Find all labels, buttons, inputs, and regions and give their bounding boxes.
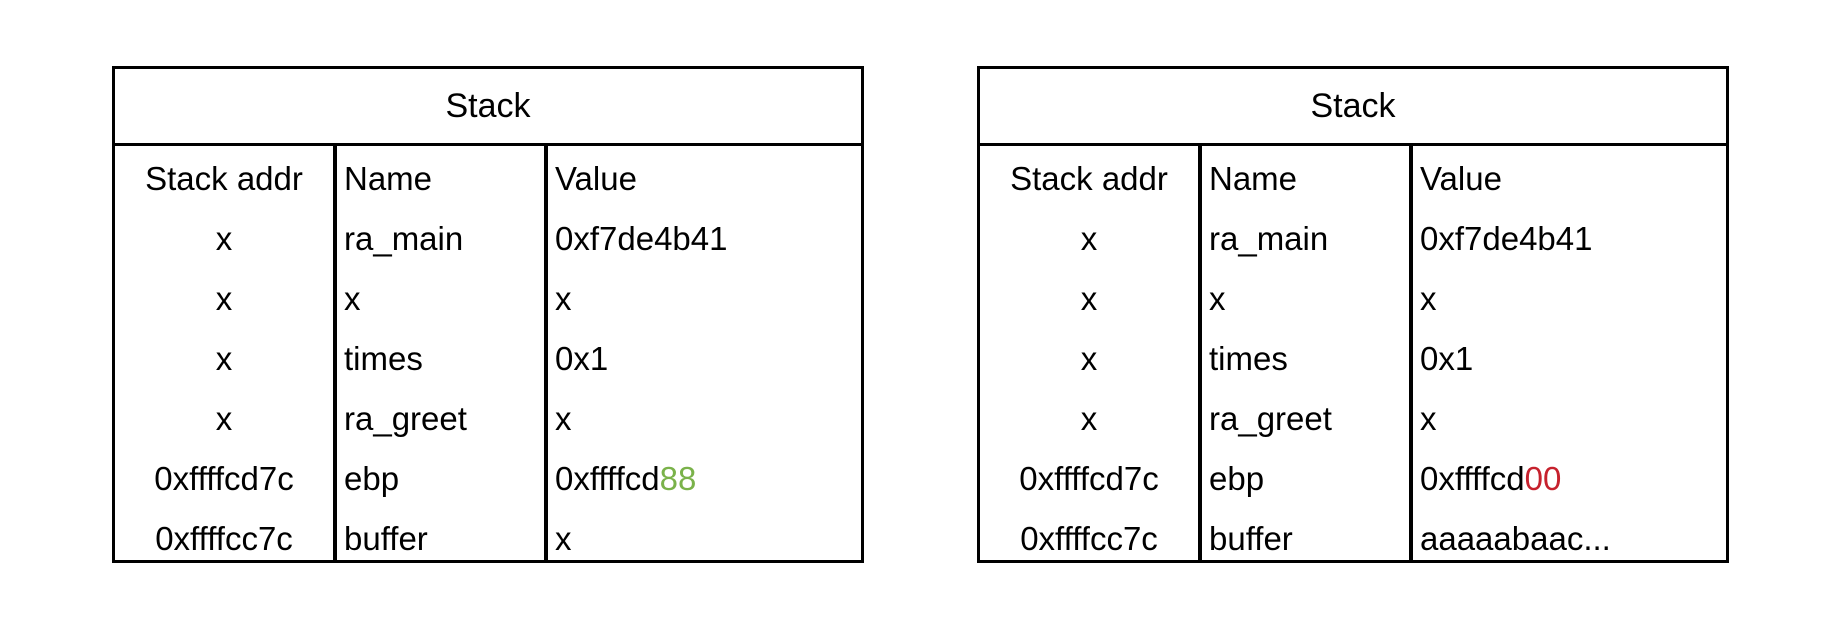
cell-name: ra_main bbox=[344, 220, 464, 257]
table-row: x ra_greet x bbox=[115, 389, 861, 449]
cell-addr: x bbox=[215, 400, 233, 437]
cell-name: times bbox=[1209, 340, 1288, 377]
cell-value: x bbox=[555, 280, 572, 317]
column-divider bbox=[333, 146, 337, 560]
stack-title: Stack bbox=[980, 69, 1726, 146]
table-row: 0xffffcc7c buffer aaaaabaac... bbox=[980, 509, 1726, 569]
cell-addr: 0xffffcc7c bbox=[155, 520, 293, 557]
cell-value: 0xf7de4b41 bbox=[1420, 220, 1593, 257]
cell-value: x bbox=[555, 520, 572, 557]
table-row: x times 0x1 bbox=[980, 329, 1726, 389]
cell-addr: x bbox=[1080, 340, 1098, 377]
value-highlight: 00 bbox=[1524, 460, 1562, 497]
stack-table-before: Stack Stack addr Name Value x ra_main 0x… bbox=[112, 66, 864, 563]
cell-name: ra_main bbox=[1209, 220, 1329, 257]
cell-name: ra_greet bbox=[344, 400, 467, 437]
cell-addr: x bbox=[215, 340, 233, 377]
cell-addr: x bbox=[215, 220, 233, 257]
header-value: Value bbox=[1420, 160, 1502, 197]
cell-value: 0x1 bbox=[1420, 340, 1474, 377]
column-divider bbox=[544, 146, 548, 560]
table-row: x ra_main 0xf7de4b41 bbox=[980, 209, 1726, 269]
column-divider bbox=[1198, 146, 1202, 560]
header-name: Name bbox=[1209, 160, 1298, 197]
table-row: x x x bbox=[980, 269, 1726, 329]
header-row: Stack addr Name Value bbox=[115, 149, 861, 209]
stack-table-after: Stack Stack addr Name Value x ra_main 0x… bbox=[977, 66, 1729, 563]
header-stack-addr: Stack addr bbox=[145, 160, 303, 197]
table-row: x times 0x1 bbox=[115, 329, 861, 389]
cell-value: x bbox=[555, 400, 572, 437]
cell-addr: 0xffffcc7c bbox=[1020, 520, 1158, 557]
cell-addr: 0xffffcd7c bbox=[154, 460, 294, 497]
cell-name: x bbox=[1209, 280, 1226, 317]
cell-name: x bbox=[344, 280, 361, 317]
cell-name: buffer bbox=[344, 520, 428, 557]
header-name: Name bbox=[344, 160, 433, 197]
header-value: Value bbox=[555, 160, 637, 197]
column-divider bbox=[1409, 146, 1413, 560]
cell-name: buffer bbox=[1209, 520, 1293, 557]
cell-value: 0x1 bbox=[555, 340, 609, 377]
cell-addr: x bbox=[1080, 280, 1098, 317]
cell-name: ebp bbox=[344, 460, 400, 497]
header-row: Stack addr Name Value bbox=[980, 149, 1726, 209]
cell-value: x bbox=[1420, 400, 1437, 437]
cell-name: ra_greet bbox=[1209, 400, 1332, 437]
cell-addr: x bbox=[1080, 400, 1098, 437]
stack-title: Stack bbox=[115, 69, 861, 146]
cell-addr: x bbox=[1080, 220, 1098, 257]
cell-value: 0xf7de4b41 bbox=[555, 220, 728, 257]
cell-name: ebp bbox=[1209, 460, 1265, 497]
cell-value: x bbox=[1420, 280, 1437, 317]
table-row: x ra_greet x bbox=[980, 389, 1726, 449]
table-row: x x x bbox=[115, 269, 861, 329]
cell-value: aaaaabaac... bbox=[1420, 520, 1611, 557]
cell-addr: x bbox=[215, 280, 233, 317]
cell-addr: 0xffffcd7c bbox=[1019, 460, 1159, 497]
cell-name: times bbox=[344, 340, 423, 377]
value-highlight: 88 bbox=[659, 460, 697, 497]
table-row: x ra_main 0xf7de4b41 bbox=[115, 209, 861, 269]
table-row: 0xffffcc7c buffer x bbox=[115, 509, 861, 569]
header-stack-addr: Stack addr bbox=[1010, 160, 1168, 197]
